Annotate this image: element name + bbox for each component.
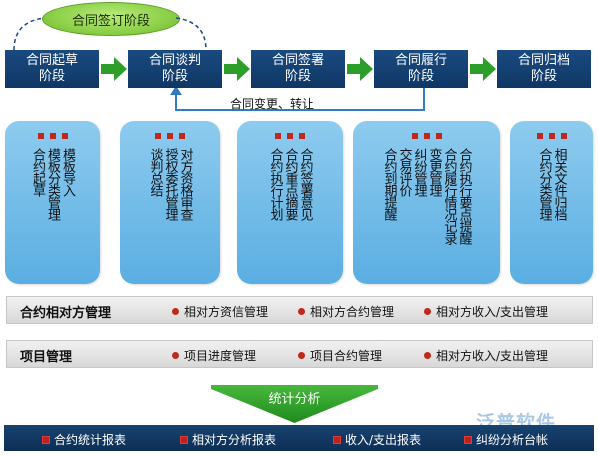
- right-arrow-icon: [101, 57, 127, 81]
- counterparty-management-bar: [6, 296, 593, 324]
- stage-execution[interactable]: 合同履行 阶段: [374, 50, 468, 88]
- panel-signing-text: 合约执行计划 合约重点摘要 合约签署意见: [237, 148, 343, 278]
- panel-drafting-text: 合约起草 模板分类管理 模板导入: [5, 148, 100, 278]
- bullet-dots: [510, 133, 593, 141]
- contract-signing-phase-ellipse: 合同签订阶段: [42, 2, 180, 36]
- report-item[interactable]: 收入/支出报表: [333, 431, 421, 448]
- stage-drafting-line1: 合同起草: [25, 53, 78, 68]
- panel-signing: [237, 121, 343, 284]
- square-bullet-icon: [333, 435, 341, 444]
- counterparty-item-label: 相对方收入/支出管理: [436, 305, 549, 319]
- panel-item: 授权委托管理: [162, 148, 178, 220]
- panel-archiving: [510, 121, 593, 284]
- change-transfer-label: 合同变更、转让: [230, 97, 315, 111]
- panel-item: 对方资格审查: [177, 148, 193, 220]
- panel-item: 谈判总结: [147, 148, 163, 196]
- bullet-dot-icon: [298, 352, 305, 359]
- panel-item: 合约重点摘要: [282, 148, 298, 220]
- panel-item: 合约到期提醒: [381, 148, 397, 220]
- panel-execution-text: 合约到期提醒 交易评价 纠纷管理 变更管理 合约履行情况记录 合约执行要点提醒: [353, 148, 500, 278]
- contract-signing-phase-label: 合同签订阶段: [71, 13, 150, 29]
- counterparty-item[interactable]: 相对方资信管理: [172, 303, 268, 320]
- bullet-dot-icon: [172, 308, 179, 315]
- panel-item: 纠纷管理: [411, 148, 427, 196]
- right-arrow-icon: [470, 57, 496, 81]
- panel-item: 相关文件归档: [551, 148, 567, 220]
- stage-negotiation[interactable]: 合同谈判 阶段: [128, 50, 222, 88]
- stage-signing-line1: 合同签署: [271, 53, 324, 68]
- project-item[interactable]: 项目合约管理: [298, 347, 382, 364]
- square-bullet-icon: [42, 435, 50, 444]
- reports-bar: [4, 425, 594, 451]
- bullet-dots: [5, 133, 100, 141]
- panel-item: 变更管理: [426, 148, 442, 196]
- report-item-label: 相对方分析报表: [192, 433, 277, 447]
- stage-signing-line2: 阶段: [284, 69, 311, 84]
- panel-item: 合约起草: [30, 148, 45, 196]
- stage-signing[interactable]: 合同签署 阶段: [251, 50, 345, 88]
- panel-item: 模板分类管理: [45, 148, 60, 220]
- panel-item: 合约执行要点提醒: [456, 148, 472, 244]
- bullet-dot-icon: [298, 308, 305, 315]
- stage-drafting[interactable]: 合同起草 阶段: [5, 50, 99, 88]
- bullet-dots: [353, 133, 500, 141]
- panel-item: 合约签署意见: [297, 148, 313, 220]
- project-management-title: 项目管理: [20, 350, 73, 365]
- project-item-label: 相对方收入/支出管理: [436, 349, 549, 363]
- statistics-label: 统计分析: [268, 392, 321, 407]
- panel-negotiation-text: 谈判总结 授权委托管理 对方资格审查: [120, 148, 220, 278]
- panel-negotiation: [120, 121, 220, 284]
- counterparty-management-title: 合约相对方管理: [20, 306, 112, 321]
- right-arrow-icon: [347, 57, 373, 81]
- stage-archiving-line2: 阶段: [530, 69, 557, 84]
- counterparty-item-label: 相对方合约管理: [310, 305, 395, 319]
- bullet-dot-icon: [172, 352, 179, 359]
- stage-execution-line2: 阶段: [407, 69, 434, 84]
- report-item-label: 合约统计报表: [54, 433, 127, 447]
- panel-item: 交易评价: [396, 148, 412, 196]
- stage-execution-line1: 合同履行: [394, 53, 447, 68]
- stage-archiving[interactable]: 合同归档 阶段: [497, 50, 591, 88]
- counterparty-item-label: 相对方资信管理: [184, 305, 269, 319]
- bullet-dots: [120, 133, 220, 141]
- square-bullet-icon: [180, 435, 188, 444]
- stage-negotiation-line1: 合同谈判: [148, 53, 201, 68]
- statistics-down-arrow: [211, 385, 378, 423]
- stage-drafting-line2: 阶段: [38, 69, 65, 84]
- panel-drafting: [5, 121, 100, 284]
- panel-item: 合约执行计划: [267, 148, 283, 220]
- connector-lines: [13, 17, 425, 111]
- report-item-label: 收入/支出报表: [345, 433, 422, 447]
- right-arrow-icon: [224, 57, 250, 81]
- project-item-label: 项目进度管理: [184, 349, 257, 363]
- report-item[interactable]: 合约统计报表: [42, 431, 126, 448]
- counterparty-item[interactable]: 相对方合约管理: [298, 303, 394, 320]
- report-item[interactable]: 纠纷分析台帐: [464, 431, 548, 448]
- panel-execution: [353, 121, 500, 284]
- panel-item: 合约分类管理: [536, 148, 552, 220]
- panel-archiving-text: 合约分类管理 相关文件归档: [510, 148, 593, 278]
- project-item[interactable]: 项目进度管理: [172, 347, 256, 364]
- report-item-label: 纠纷分析台帐: [476, 433, 549, 447]
- panel-item: 合约履行情况记录: [441, 148, 457, 244]
- bullet-dot-icon: [424, 352, 431, 359]
- square-bullet-icon: [464, 435, 472, 444]
- stage-negotiation-line2: 阶段: [161, 69, 188, 84]
- bullet-dots: [237, 133, 343, 141]
- project-item-label: 项目合约管理: [310, 349, 383, 363]
- report-item[interactable]: 相对方分析报表: [180, 431, 276, 448]
- project-item[interactable]: 相对方收入/支出管理: [424, 347, 548, 364]
- counterparty-item[interactable]: 相对方收入/支出管理: [424, 303, 548, 320]
- panel-item: 模板导入: [60, 148, 75, 196]
- bullet-dot-icon: [424, 308, 431, 315]
- stage-archiving-line1: 合同归档: [517, 53, 570, 68]
